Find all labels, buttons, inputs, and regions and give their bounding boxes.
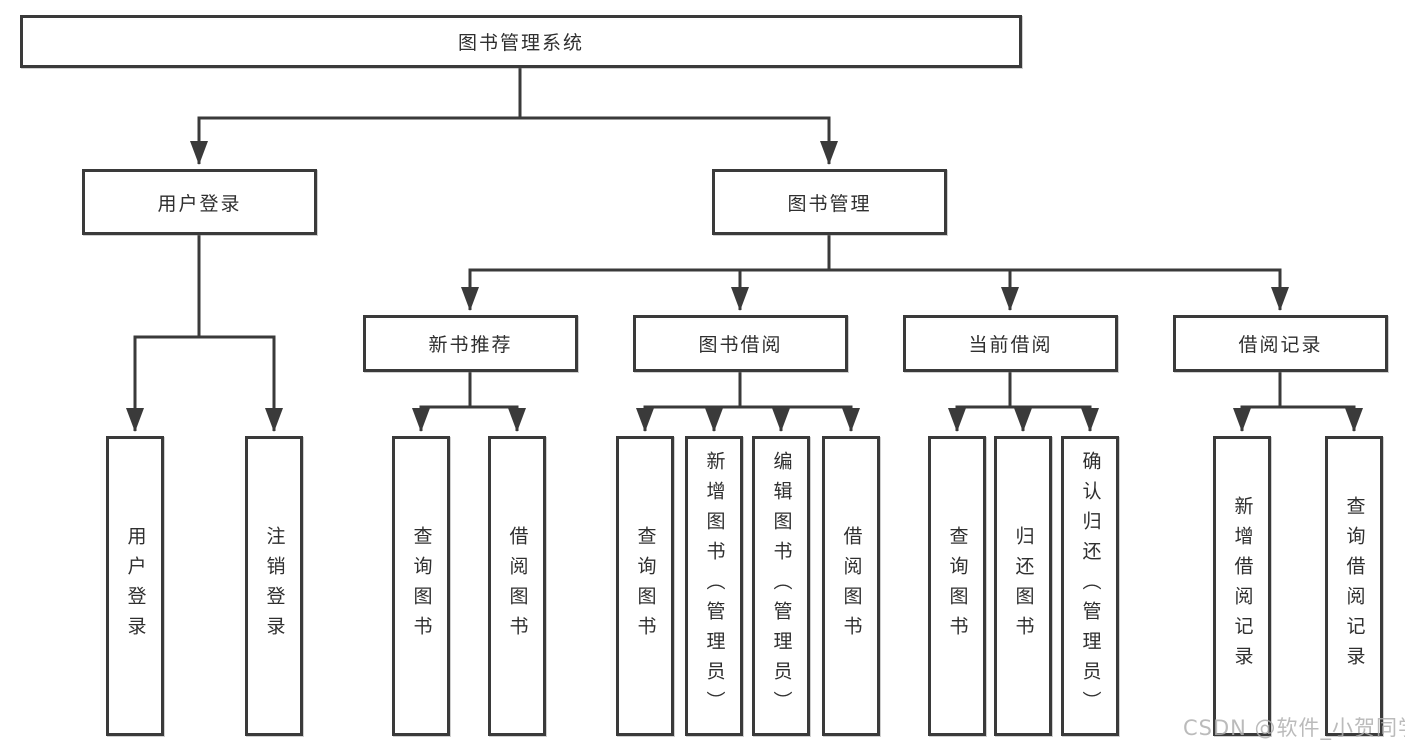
node-label: 新书推荐 [428,334,513,356]
csdn-watermark: CSDN @软件_小贺同学 [1183,716,1405,740]
node-label: 新增借阅记录 [1231,496,1254,676]
node-label: 注销登录 [263,526,286,646]
node-label: 查询图书 [634,526,657,646]
node-label: 新增图书（管理员） [703,451,726,721]
node-label: 确认归还（管理员） [1079,451,1102,721]
node-label: 借阅记录 [1238,334,1323,356]
node-current-borrowing: 当前借阅 [903,315,1118,372]
leaf-user-login: 用户登录 [106,436,164,736]
node-label: 图书管理系统 [457,32,584,54]
leaf-query-books-recommend: 查询图书 [392,436,450,736]
node-label: 编辑图书（管理员） [770,451,793,721]
node-label: 用户登录 [124,526,147,646]
node-label: 归还图书 [1012,526,1035,646]
node-label: 图书借阅 [698,334,783,356]
leaf-add-book-admin: 新增图书（管理员） [685,436,743,736]
leaf-edit-book-admin: 编辑图书（管理员） [752,436,810,736]
node-book-management: 图书管理 [712,169,947,235]
node-new-book-recommendation: 新书推荐 [363,315,578,372]
leaf-confirm-return-admin: 确认归还（管理员） [1061,436,1119,736]
node-label: 当前借阅 [968,334,1053,356]
node-label: 借阅图书 [506,526,529,646]
node-label: 查询图书 [410,526,433,646]
leaf-query-books-borrowing: 查询图书 [616,436,674,736]
node-book-borrowing: 图书借阅 [633,315,848,372]
leaf-return-books: 归还图书 [994,436,1052,736]
node-label: 图书管理 [787,192,872,215]
node-label: 用户登录 [157,192,242,215]
leaf-borrow-books-recommend: 借阅图书 [488,436,546,736]
node-label: 查询借阅记录 [1343,496,1366,676]
node-borrowing-records: 借阅记录 [1173,315,1388,372]
node-label: 查询图书 [946,526,969,646]
leaf-logout: 注销登录 [245,436,303,736]
leaf-query-borrow-record: 查询借阅记录 [1325,436,1383,736]
node-book-management-system: 图书管理系统 [20,15,1022,68]
leaf-query-books-current: 查询图书 [928,436,986,736]
leaf-add-borrow-record: 新增借阅记录 [1213,436,1271,736]
node-label: 借阅图书 [840,526,863,646]
node-user-login: 用户登录 [82,169,317,235]
leaf-borrow-books-borrowing: 借阅图书 [822,436,880,736]
